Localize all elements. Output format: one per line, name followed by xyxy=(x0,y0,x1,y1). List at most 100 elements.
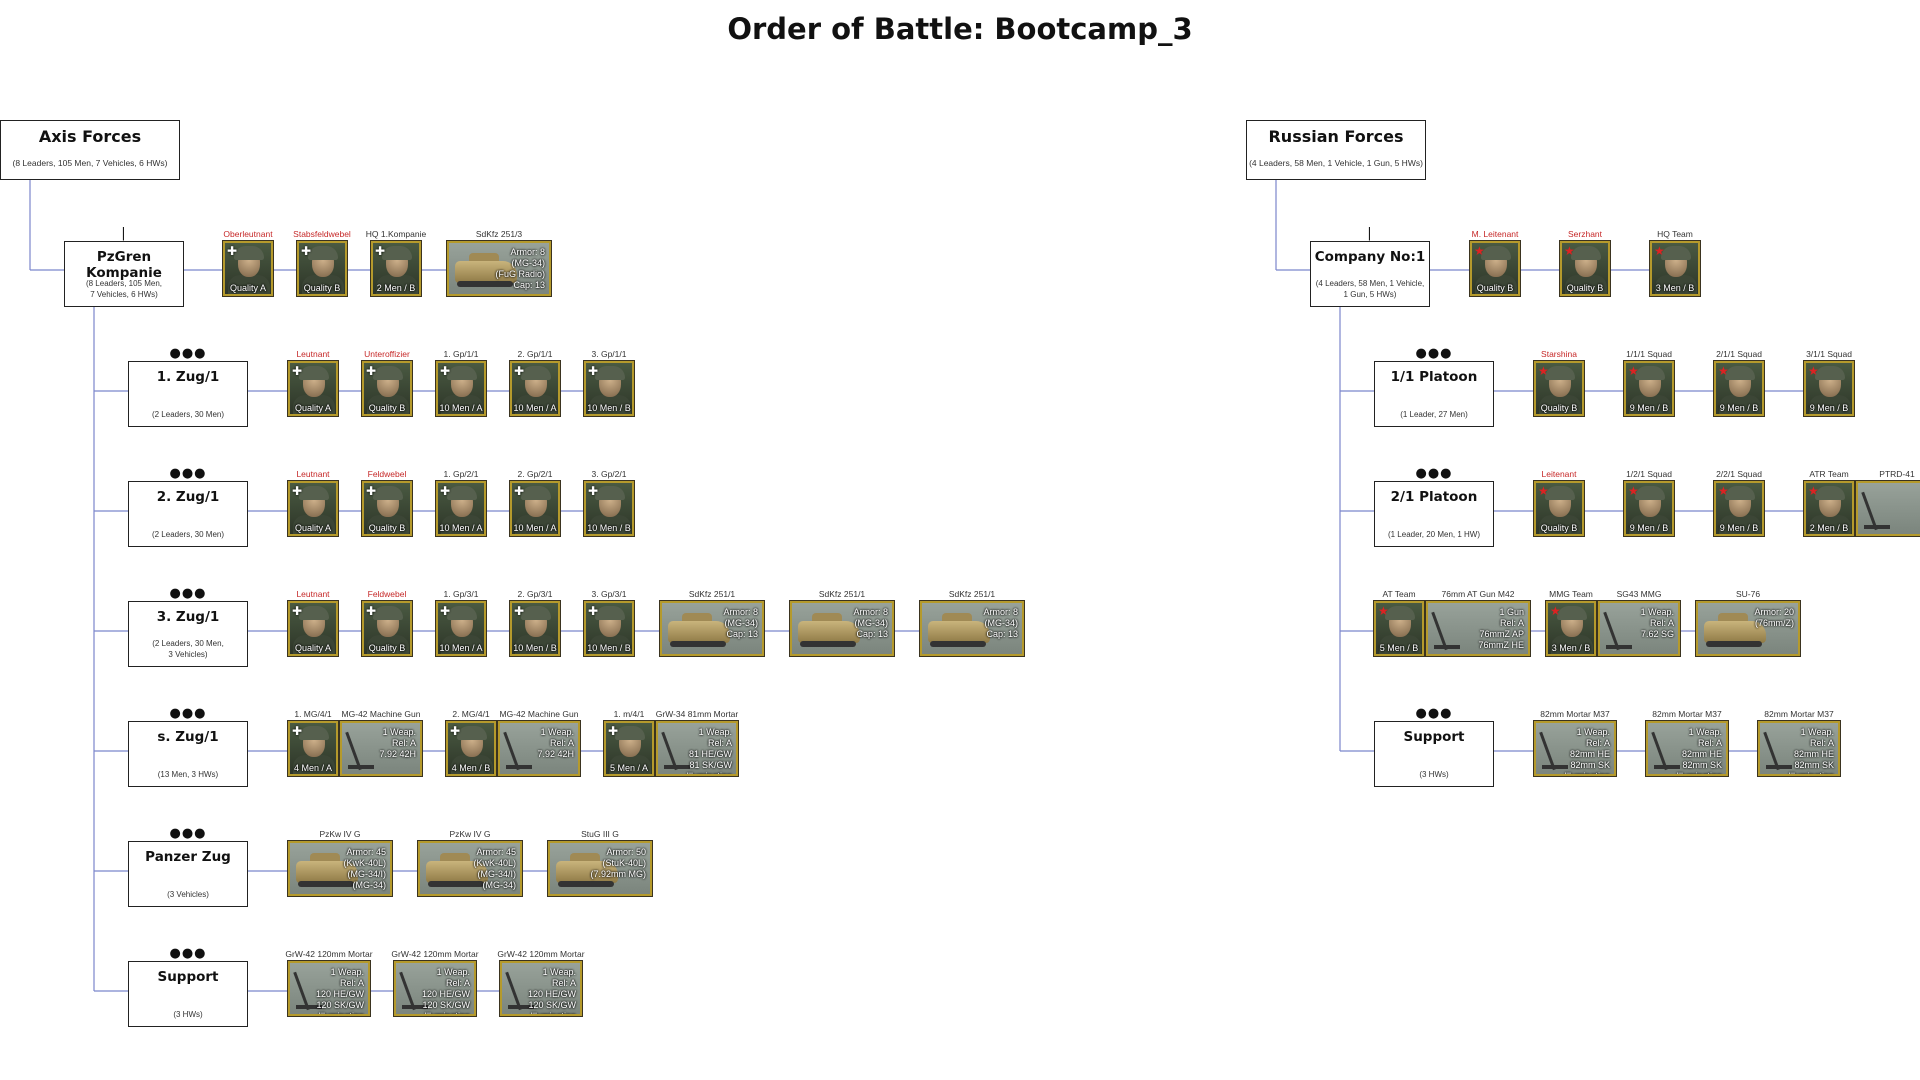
portrait-card[interactable]: ★Quality B xyxy=(1469,240,1521,297)
weapon-base-shape xyxy=(506,765,532,769)
portrait-card[interactable]: ✚Quality A xyxy=(287,480,339,537)
unit-box[interactable]: Company No:1(4 Leaders, 58 Men, 1 Vehicl… xyxy=(1310,241,1430,307)
weapon-base-shape xyxy=(1766,765,1792,769)
unit-summary: (3 HWs) xyxy=(173,1010,203,1019)
portrait-card[interactable]: ✚Quality B xyxy=(361,600,413,657)
unit-strength-label: 9 Men / B xyxy=(1719,403,1759,413)
force-box[interactable]: Russian Forces(4 Leaders, 58 Men, 1 Vehi… xyxy=(1246,120,1426,180)
stat-line: Armor: 8 xyxy=(723,607,758,617)
vehicle-card[interactable]: Armor: 45(KwK-40L)(MG-34/I)(MG-34) xyxy=(287,840,393,897)
stat-line: 81 HE/GW xyxy=(688,749,732,759)
portrait-card[interactable]: ★Quality B xyxy=(1533,360,1585,417)
unit-caption: 82mm Mortar M37 xyxy=(1764,709,1834,719)
vehicle-card[interactable]: Armor: 45(KwK-40L)(MG-34/I)(MG-34) xyxy=(417,840,523,897)
portrait-card[interactable]: ✚10 Men / B xyxy=(583,600,635,657)
stat-line: (MG-34) xyxy=(511,258,546,268)
vehicle-card[interactable]: Armor: 8(MG-34)Cap: 13 xyxy=(789,600,895,657)
vehicle-card[interactable]: Armor: 8(MG-34)Cap: 13 xyxy=(919,600,1025,657)
unit-strength-label: 9 Men / B xyxy=(1629,523,1669,533)
stat-line: Rel: A xyxy=(551,978,576,988)
unit-caption: 1/2/1 Squad xyxy=(1626,469,1672,479)
vehicle-hull-shape xyxy=(455,261,517,283)
vehicle-card[interactable]: Armor: 50(StuK-40L)(7.92mm MG) xyxy=(547,840,653,897)
portrait-card[interactable]: ✚Quality B xyxy=(361,480,413,537)
portrait-card[interactable]: ✚10 Men / B xyxy=(583,480,635,537)
helmet-shape xyxy=(299,606,329,620)
portrait-card[interactable]: ★3 Men / B xyxy=(1649,240,1701,297)
portrait-card[interactable]: ✚Quality A xyxy=(222,240,274,297)
unit-box[interactable]: PzGren Kompanie(8 Leaders, 105 Men, 7 Ve… xyxy=(64,241,184,307)
unit-caption: Leitenant xyxy=(1541,469,1577,479)
red-star-icon: ★ xyxy=(1718,364,1729,378)
unit-box[interactable]: 1. Zug/1(2 Leaders, 30 Men) xyxy=(128,361,248,427)
unit-box[interactable]: Support(3 HWs) xyxy=(128,961,248,1027)
portrait-card[interactable]: ★5 Men / B xyxy=(1373,600,1425,657)
unit-caption: SdKfz 251/3 xyxy=(475,229,523,239)
stat-line: 82mm SK xyxy=(1570,760,1610,770)
unit-box[interactable]: Panzer Zug(3 Vehicles) xyxy=(128,841,248,907)
portrait-card[interactable]: ✚Quality A xyxy=(287,360,339,417)
portrait-card[interactable]: ★ 9 Men / B xyxy=(1713,360,1765,417)
uniform-shape xyxy=(609,755,651,774)
portrait-card[interactable]: ✚10 Men / A xyxy=(435,600,487,657)
unit-caption: PTRD-41 xyxy=(1879,469,1915,479)
unit-box[interactable]: s. Zug/1(13 Men, 3 HWs) xyxy=(128,721,248,787)
iron-cross-icon: ✚ xyxy=(588,604,599,618)
portrait-card[interactable]: ✚5 Men / A xyxy=(603,720,655,777)
portrait-card[interactable]: ✚4 Men / A xyxy=(287,720,339,777)
portrait-card[interactable]: ✚10 Men / B xyxy=(509,600,561,657)
portrait-card[interactable]: ★9 Men / B xyxy=(1623,360,1675,417)
weapon-base-shape xyxy=(508,1005,534,1009)
weapon-card[interactable] xyxy=(1855,480,1920,537)
portrait-card[interactable]: ✚10 Men / A xyxy=(435,360,487,417)
vehicle-card[interactable]: Armor: 20(76mm/Z) xyxy=(1695,600,1801,657)
portrait-card[interactable]: ✚10 Men / B xyxy=(583,360,635,417)
portrait-card[interactable]: ★Quality B xyxy=(1533,480,1585,537)
vehicle-card[interactable]: Armor: 8(MG-34)Cap: 13 xyxy=(659,600,765,657)
stat-line: (KwK-40L) xyxy=(473,858,516,868)
portrait-card[interactable]: ★9 Men / B xyxy=(1623,480,1675,537)
force-box[interactable]: Axis Forces(8 Leaders, 105 Men, 7 Vehicl… xyxy=(0,120,180,180)
uniform-shape xyxy=(376,275,418,294)
stat-line: 1 Weap. xyxy=(1800,727,1834,737)
portrait-card[interactable]: ✚Quality B xyxy=(361,360,413,417)
portrait-card[interactable]: ✚10 Men / A xyxy=(509,480,561,537)
vehicle-card[interactable]: Armor: 8(MG-34)(FuG Radio)Cap: 13 xyxy=(446,240,552,297)
unit-box[interactable]: 3. Zug/1(2 Leaders, 30 Men, 3 Vehicles) xyxy=(128,601,248,667)
portrait-card[interactable]: ★3 Men / B xyxy=(1545,600,1597,657)
portrait-card[interactable]: ✚2 Men / B xyxy=(370,240,422,297)
portrait-card[interactable]: ✚Quality B xyxy=(296,240,348,297)
portrait-card[interactable]: ✚Quality A xyxy=(287,600,339,657)
unit-box[interactable]: Support(3 HWs) xyxy=(1374,721,1494,787)
portrait-card[interactable]: ✚10 Men / A xyxy=(509,360,561,417)
unit-strength-label: 10 Men / B xyxy=(513,643,557,653)
unit-box[interactable]: 2/1 Platoon(1 Leader, 20 Men, 1 HW) xyxy=(1374,481,1494,547)
portrait-card[interactable]: ★2 Men / B xyxy=(1803,480,1855,537)
unit-strength-label: 9 Men / B xyxy=(1629,403,1669,413)
unit-box[interactable]: 2. Zug/1(2 Leaders, 30 Men) xyxy=(128,481,248,547)
unit-caption: 1. m/4/1 xyxy=(613,709,645,719)
portrait-card[interactable]: ★9 Men / B xyxy=(1803,360,1855,417)
uniform-shape xyxy=(1565,275,1607,294)
portrait-card[interactable]: ✚10 Men / A xyxy=(435,480,487,537)
unit-box[interactable]: 1/1 Platoon(1 Leader, 27 Men) xyxy=(1374,361,1494,427)
weapon-stats: Armor: 45(KwK-40L)(MG-34/I)(MG-34) xyxy=(473,847,516,891)
stat-line: 7.92 42H xyxy=(379,749,416,759)
portrait-card[interactable]: ★9 Men / B xyxy=(1713,480,1765,537)
portrait-card[interactable]: ★Quality B xyxy=(1559,240,1611,297)
unit-caption: 82mm Mortar M37 xyxy=(1540,709,1610,719)
portrait-card[interactable]: ✚4 Men / B xyxy=(445,720,497,777)
unit-caption: StuG III G xyxy=(581,829,619,839)
